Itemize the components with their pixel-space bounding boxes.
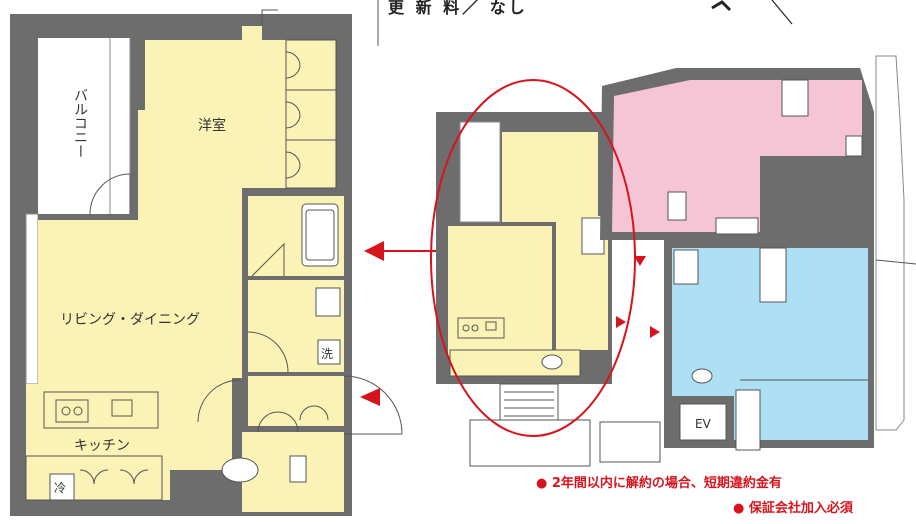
enlarged-unit-plan [10,9,403,516]
living-dining-label: リビング・ダイニング [60,312,200,328]
stove-icon [55,399,89,423]
washbasin-icon [315,287,341,317]
toilet-icon [221,457,259,483]
elevator-label: EV [695,417,712,431]
western-room-label: 洋室 [198,117,226,134]
unit-highlight-ellipse [430,79,636,437]
mini-yellow-western [502,132,598,222]
living-dining-area [26,220,242,500]
fridge-label: 冷 [54,481,66,495]
entrance-marker [360,388,380,406]
kitchen-label: キッチン [74,438,130,454]
mini-yellow-ldk [448,226,552,358]
building-floor-plan: EV [436,55,916,467]
washer-label: 洗 [321,347,333,361]
washer-space [317,339,341,365]
bathtub-icon [301,203,339,267]
sink-icon [111,399,133,417]
kitchen-storage [25,455,163,501]
note-guarantee-company: ● 保証会社加入必須 [733,500,854,516]
header-line [771,0,793,25]
entrance-area [248,376,344,426]
fridge-space [49,473,75,501]
balcony-area [38,38,130,214]
renewal-fee-text: 更 新 料／ なし [388,0,528,17]
note-early-termination: ● 2年間以内に解約の場合、短期違約金有 [536,475,782,491]
balcony-label: バルコニー [72,88,88,158]
window-left [25,213,39,385]
elevator-box [679,403,727,441]
kitchen-counter [43,391,159,429]
header-glyph-fragment [711,0,732,12]
